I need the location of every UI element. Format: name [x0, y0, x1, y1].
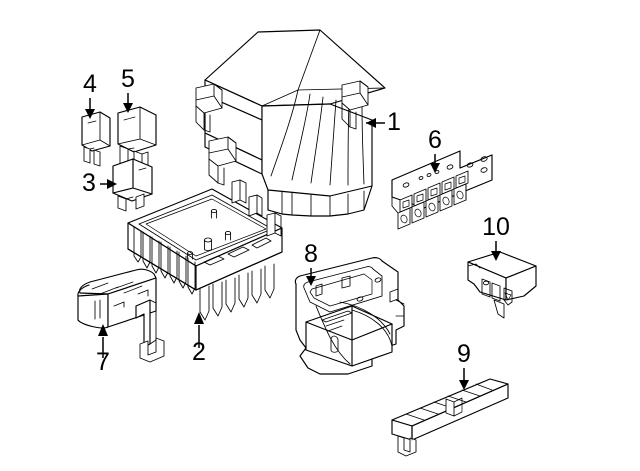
callout-7-leader [98, 324, 108, 358]
callout-5-label: 5 [121, 65, 135, 93]
callout-10-leader [491, 241, 501, 261]
part-1-fuse-box-cover[interactable]: 1 [195, 29, 401, 217]
rail-segments [405, 383, 493, 421]
callout-10-label: 10 [482, 213, 510, 241]
callout-3-leader [100, 179, 117, 189]
carrier-upper-slots [399, 170, 469, 213]
part-8-mounting-bracket[interactable]: 8 [294, 240, 405, 375]
part-9-retaining-rail[interactable]: 9 [391, 340, 509, 457]
cover-flute-ribs [270, 89, 365, 186]
housing-fins-left [133, 226, 196, 295]
callout-9-leader [459, 368, 469, 390]
callout-6-leader [430, 154, 440, 173]
part-4-mini-blade-fuse[interactable]: 4 [81, 70, 111, 167]
callout-4-leader [85, 98, 95, 119]
housing-fins-right [199, 263, 275, 321]
callout-1-leader [366, 118, 385, 128]
module-top-marks [91, 281, 143, 295]
callout-5-leader [123, 93, 133, 113]
callout-7-label: 7 [96, 348, 110, 376]
part-3-cube-relay[interactable]: 3 [82, 158, 153, 212]
callout-6-label: 6 [428, 126, 442, 154]
part-10-end-cap-cover[interactable]: 10 [467, 213, 537, 319]
callout-1-label: 1 [387, 108, 401, 136]
callout-2-leader [194, 312, 204, 348]
callout-4-label: 4 [83, 70, 97, 98]
callout-8-leader [306, 268, 316, 286]
part-2-fuse-box-housing[interactable]: 2 [127, 179, 283, 366]
part-6-relay-carrier-panel[interactable]: 6 [391, 126, 493, 230]
callout-9-label: 9 [457, 340, 471, 368]
callout-2-label: 2 [192, 338, 206, 366]
part-7-control-module-box[interactable]: 7 [77, 268, 165, 376]
callout-3-label: 3 [82, 169, 96, 197]
carrier-lower-terminals [397, 183, 467, 230]
callout-8-label: 8 [304, 240, 318, 268]
